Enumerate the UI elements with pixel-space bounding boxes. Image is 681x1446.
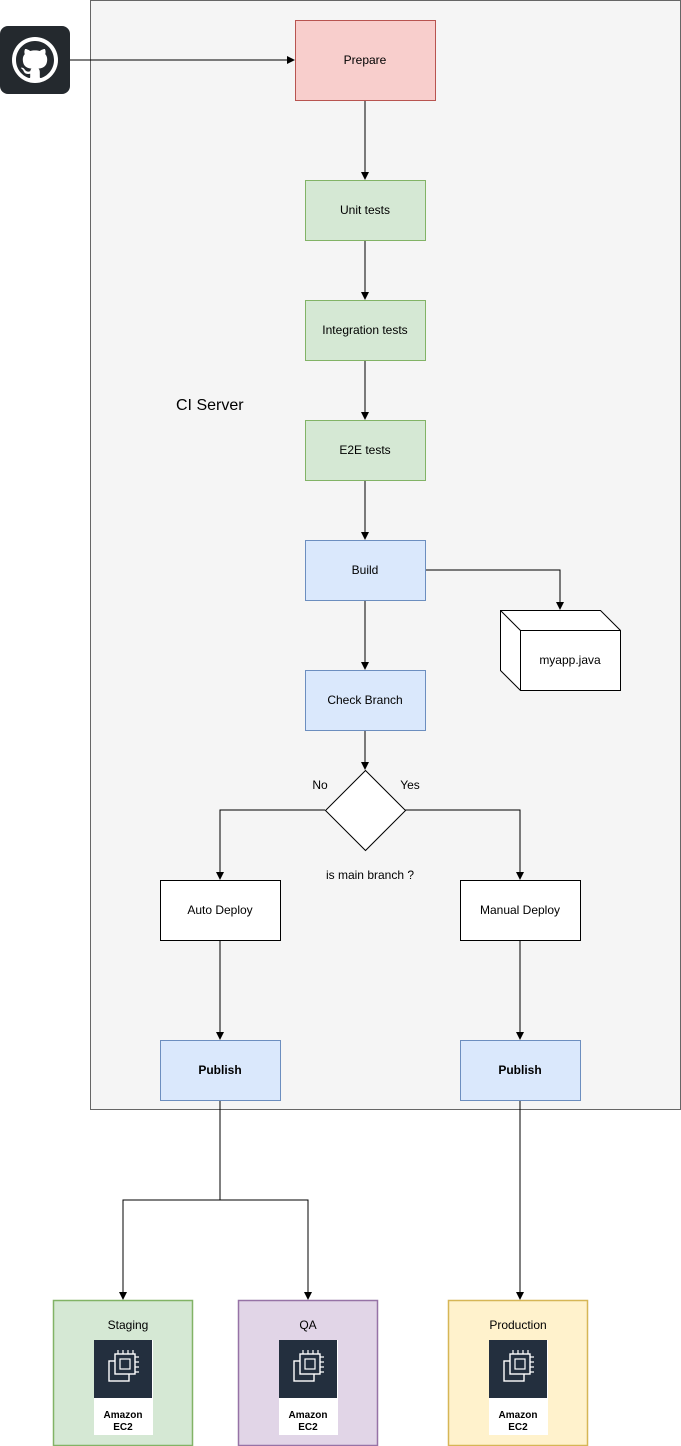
connectors [70,56,564,1300]
ci-server-label: CI Server [176,397,244,414]
env-qa-service-line1: Amazon [289,1410,328,1421]
env-qa-service-line2: EC2 [298,1422,318,1433]
step-integration-tests-label: Integration tests [322,323,407,337]
env-staging: Staging Amazon EC2 [52,1299,194,1446]
step-prepare: Prepare [295,20,436,101]
step-build: Build [305,540,426,601]
env-staging-service-line1: Amazon [104,1410,143,1421]
step-check-branch-label: Check Branch [327,693,402,707]
step-publish-right: Publish [460,1040,581,1101]
decision-yes-label: Yes [400,778,420,792]
step-unit-tests: Unit tests [305,180,426,241]
env-staging-label: Staging [108,1318,149,1332]
env-qa: QA Amazon EC2 [237,1299,379,1446]
step-publish-right-label: Publish [498,1063,541,1077]
env-production-service-line2: EC2 [508,1422,528,1433]
step-integration-tests: Integration tests [305,300,426,361]
step-prepare-label: Prepare [344,53,387,67]
step-unit-tests-label: Unit tests [340,203,390,217]
env-production: Production Amazon EC2 [447,1299,589,1446]
step-publish-left: Publish [160,1040,281,1101]
step-e2e-tests-label: E2E tests [339,443,390,457]
amazon-ec2-icon: Amazon EC2 [278,1339,338,1435]
step-build-label: Build [352,563,379,577]
github-icon [0,26,70,94]
env-staging-service-line2: EC2 [113,1422,133,1433]
amazon-ec2-icon: Amazon EC2 [93,1339,153,1435]
artifact-box: myapp.java [500,610,621,691]
edge-decision-yes [405,809,524,880]
artifact-label: myapp.java [539,653,601,667]
env-production-service-line1: Amazon [499,1410,538,1421]
decision-no-label: No [312,778,328,792]
edge-publish-staging [119,1100,221,1300]
edge-decision-no [216,809,325,880]
step-auto-deploy: Auto Deploy [160,880,281,941]
step-check-branch: Check Branch [305,670,426,731]
env-qa-label: QA [299,1318,316,1332]
step-manual-deploy-label: Manual Deploy [480,903,560,917]
edge-build-artifact [425,569,564,610]
env-production-label: Production [489,1318,546,1332]
decision-question: is main branch ? [326,868,414,882]
step-manual-deploy: Manual Deploy [460,880,581,941]
edge-publish-qa [220,1199,312,1300]
step-publish-left-label: Publish [198,1063,241,1077]
decision-main-branch: is main branch ? No Yes [312,769,420,882]
step-e2e-tests: E2E tests [305,420,426,481]
step-auto-deploy-label: Auto Deploy [187,903,252,917]
amazon-ec2-icon: Amazon EC2 [488,1339,548,1435]
